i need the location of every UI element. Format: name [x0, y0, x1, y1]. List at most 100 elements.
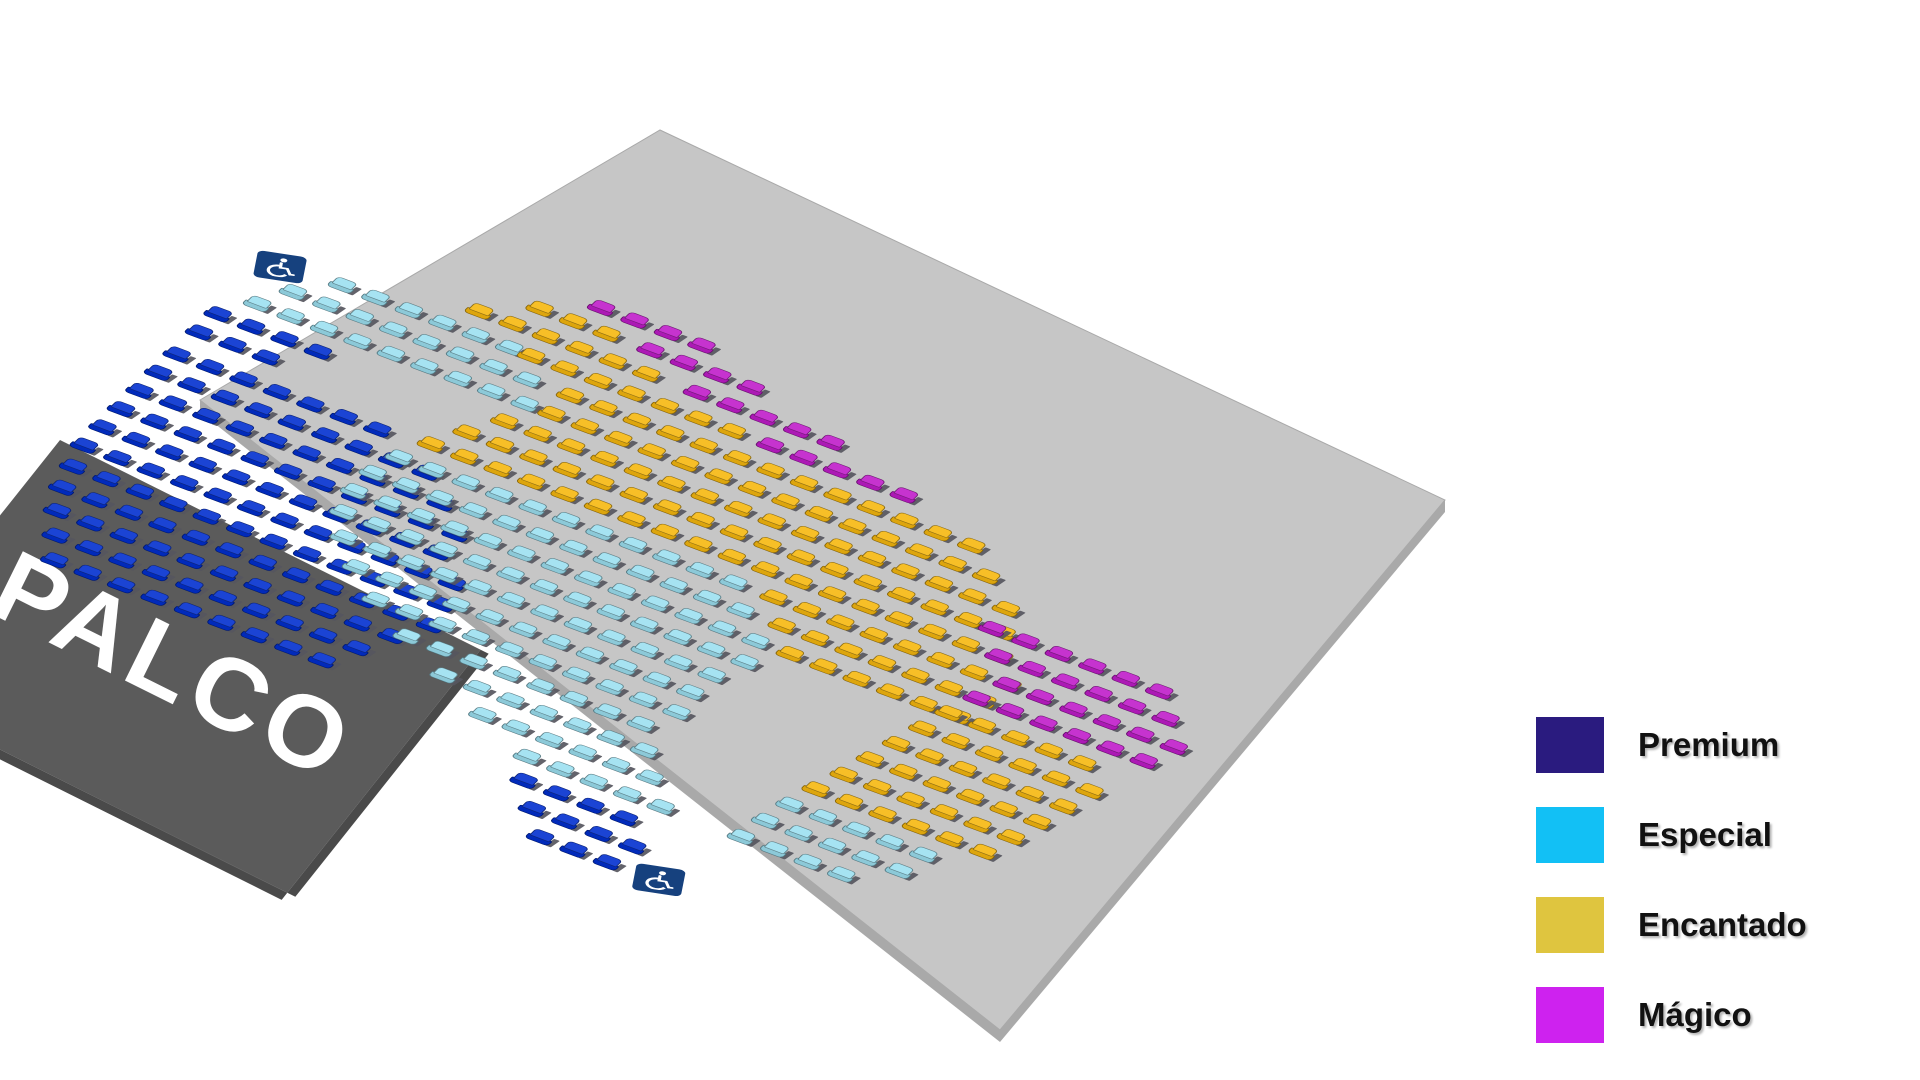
seat[interactable] [997, 728, 1036, 749]
seat[interactable] [1007, 632, 1046, 653]
seat[interactable] [547, 812, 586, 833]
seat[interactable] [993, 827, 1031, 848]
seat[interactable] [964, 716, 1002, 737]
seat[interactable] [581, 824, 619, 845]
seat[interactable] [1005, 756, 1043, 777]
seat[interactable] [1064, 753, 1103, 774]
seat[interactable] [878, 734, 916, 755]
seat[interactable] [898, 817, 936, 838]
seat[interactable] [945, 759, 983, 780]
seat[interactable] [1041, 644, 1079, 665]
seat[interactable] [1045, 797, 1084, 818]
seat[interactable] [555, 840, 594, 861]
wheelchair-icon[interactable] [252, 250, 308, 284]
seat[interactable] [609, 784, 648, 805]
seat[interactable] [614, 837, 653, 858]
seat[interactable] [971, 744, 1010, 765]
seat[interactable] [539, 783, 577, 804]
seat[interactable] [1022, 687, 1060, 708]
seat[interactable] [986, 799, 1024, 820]
seat[interactable] [872, 832, 910, 853]
seat[interactable] [904, 719, 943, 740]
seat[interactable] [1038, 769, 1076, 790]
seat[interactable] [1071, 781, 1110, 802]
seat[interactable] [938, 731, 976, 752]
legend-item-especial[interactable]: Especial [1536, 802, 1896, 868]
seat[interactable] [1081, 684, 1119, 705]
seat[interactable] [798, 779, 836, 800]
seat[interactable] [572, 796, 611, 817]
seat[interactable] [643, 797, 681, 818]
seat[interactable] [911, 747, 950, 768]
seat[interactable] [881, 861, 919, 882]
seat[interactable] [1025, 714, 1064, 735]
seat[interactable] [885, 762, 924, 783]
seat[interactable] [771, 795, 810, 816]
seat[interactable] [1012, 784, 1050, 805]
seat[interactable] [823, 865, 862, 886]
seat[interactable] [1047, 672, 1086, 693]
seat[interactable] [952, 787, 991, 808]
seat[interactable] [978, 772, 1017, 793]
seat[interactable] [958, 689, 997, 710]
seat[interactable] [576, 772, 614, 793]
seat[interactable] [926, 802, 964, 823]
seat[interactable] [893, 790, 931, 811]
seat[interactable] [988, 675, 1027, 696]
seat[interactable] [1141, 682, 1180, 703]
seat[interactable] [838, 820, 877, 841]
seat[interactable] [965, 842, 1003, 863]
seat[interactable] [1122, 725, 1161, 746]
seat[interactable] [756, 840, 795, 861]
seat[interactable] [1114, 697, 1153, 718]
seat[interactable] [919, 774, 957, 795]
legend-item-premium[interactable]: Premium [1536, 712, 1896, 778]
seat[interactable] [826, 765, 864, 786]
legend-item-mágico[interactable]: Mágico [1536, 982, 1896, 1048]
seat[interactable] [514, 799, 552, 820]
seat[interactable] [974, 619, 1012, 640]
seat[interactable] [542, 759, 581, 780]
seat[interactable] [506, 771, 544, 792]
seat[interactable] [1031, 741, 1069, 762]
seat[interactable] [1059, 726, 1097, 747]
seat[interactable] [1092, 739, 1131, 760]
seat[interactable] [959, 815, 998, 836]
seat[interactable] [980, 647, 1019, 668]
seat[interactable] [1108, 669, 1146, 690]
legend-label: Especial [1638, 816, 1772, 853]
seat[interactable] [831, 792, 869, 813]
legend-item-encantado[interactable]: Encantado [1536, 892, 1896, 958]
seat[interactable] [1019, 812, 1058, 833]
seat[interactable] [852, 749, 890, 770]
seat[interactable] [747, 811, 786, 832]
seat[interactable] [606, 808, 644, 829]
seat[interactable] [1147, 709, 1186, 730]
seat[interactable] [859, 777, 898, 798]
seat[interactable] [1014, 659, 1052, 680]
seat[interactable] [847, 848, 886, 869]
wheelchair-icon[interactable] [631, 862, 686, 897]
seat[interactable] [522, 827, 560, 848]
legend-label: Encantado [1638, 906, 1807, 943]
seat[interactable] [931, 829, 970, 850]
seat[interactable] [723, 827, 761, 848]
seat[interactable] [1126, 751, 1164, 772]
seat-map[interactable] [0, 196, 1258, 897]
seat[interactable] [805, 807, 843, 828]
seat[interactable] [1074, 657, 1113, 678]
seat[interactable] [992, 701, 1030, 722]
seat[interactable] [790, 852, 828, 873]
seat[interactable] [589, 852, 627, 873]
seat[interactable] [509, 747, 547, 768]
legend-swatch [1536, 717, 1604, 773]
seat[interactable] [905, 845, 944, 866]
seat[interactable] [930, 703, 969, 724]
seat[interactable] [781, 823, 819, 844]
seat[interactable] [1089, 712, 1127, 733]
seat[interactable] [1156, 737, 1194, 758]
seat[interactable] [864, 804, 903, 825]
seat[interactable] [1055, 700, 1094, 721]
seat[interactable] [814, 836, 852, 857]
